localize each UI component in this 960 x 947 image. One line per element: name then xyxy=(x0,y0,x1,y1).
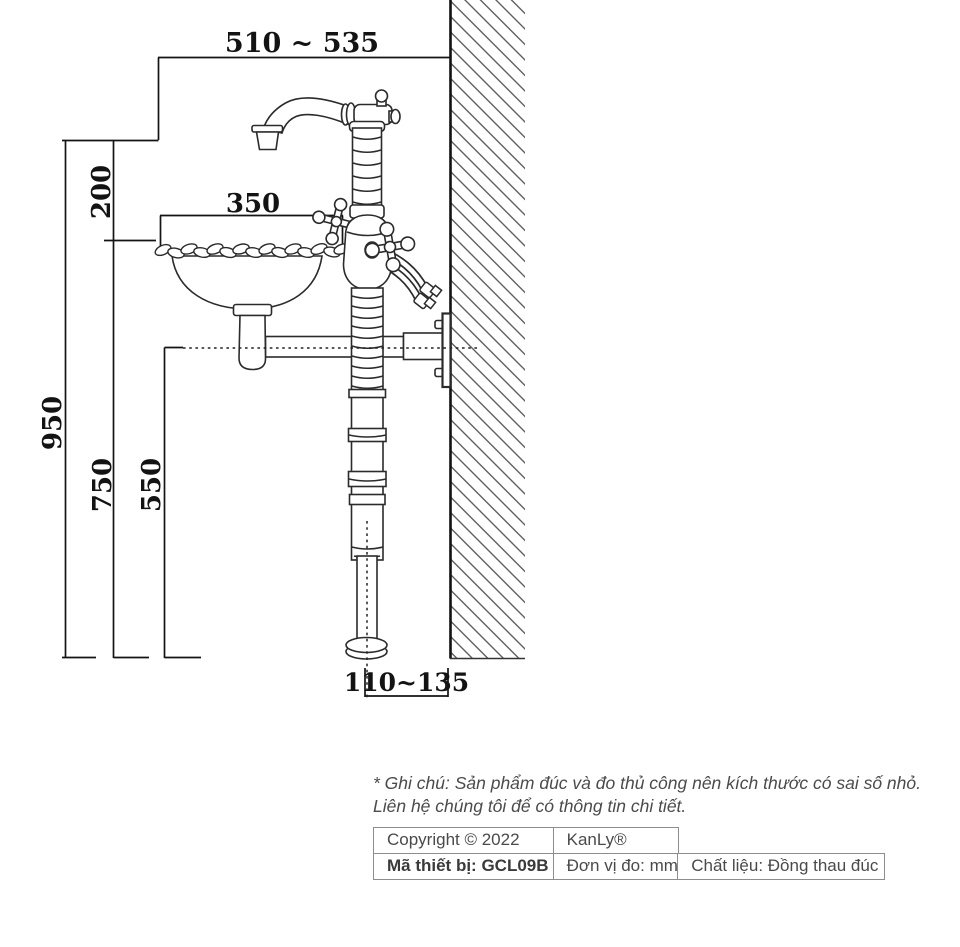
left-cross-handle xyxy=(312,197,361,246)
sink-rim-braid xyxy=(154,243,351,259)
finial-ball xyxy=(374,89,389,103)
info-table: Copyright © 2022 KanLy® Mã thiết bị: GCL… xyxy=(373,827,886,880)
dim-label-top-span: 510 ~ 535 xyxy=(225,28,379,59)
faucet-drawing xyxy=(251,89,416,660)
sink-bowl xyxy=(171,255,323,310)
material-cell: Chất liệu: Đồng thau đúc xyxy=(677,852,886,880)
column-joint-4 xyxy=(348,493,386,506)
dim-label-drain-height: 550 xyxy=(137,458,167,512)
column-joint-2 xyxy=(347,427,387,443)
copyright-cell: Copyright © 2022 xyxy=(373,827,554,854)
lower-column xyxy=(350,287,384,561)
dim-label-total-height: 950 xyxy=(38,396,68,450)
unit-cell: Đơn vị đo: mm xyxy=(552,852,679,880)
sink-drawing xyxy=(154,243,351,371)
info-table-row-2: Mã thiết bị: GCL09B Đơn vị đo: mm Chất l… xyxy=(373,852,886,880)
column-joint-3 xyxy=(347,470,387,488)
upper-column xyxy=(351,127,383,216)
model-code-cell: Mã thiết bị: GCL09B xyxy=(373,852,554,880)
brand-cell: KanLy® xyxy=(552,827,679,854)
dim-label-spout-height: 200 xyxy=(87,165,117,219)
center-lines xyxy=(183,347,478,699)
side-knob xyxy=(390,108,401,125)
dimension-lines xyxy=(62,56,450,697)
wall-hatching xyxy=(450,0,525,658)
wall-section xyxy=(449,0,525,660)
dim-label-basin-width: 350 xyxy=(226,189,280,219)
dimension-labels: 510 ~ 535 350 200 950 750 550 110~135 xyxy=(38,28,469,697)
footnote-line-1: * Ghi chú: Sản phẩm đúc và đo thủ công n… xyxy=(373,773,921,793)
footnote-line-2: Liên hệ chúng tôi để có thông tin chi ti… xyxy=(373,796,687,816)
dim-label-rim-height: 750 xyxy=(88,458,118,512)
dim-label-wall-offset: 110~135 xyxy=(344,668,469,697)
right-cross-handle xyxy=(364,221,416,273)
footnote: * Ghi chú: Sản phẩm đúc và đo thủ công n… xyxy=(373,772,943,818)
info-table-row-1: Copyright © 2022 KanLy® xyxy=(373,827,885,854)
column-joint-1 xyxy=(348,388,387,399)
wall-coupling xyxy=(402,332,446,361)
spout-outlet-lip xyxy=(251,124,284,133)
spout-outlet xyxy=(255,131,280,151)
drain-tailpiece xyxy=(238,314,267,371)
wall-flange xyxy=(441,312,452,389)
drain-flange xyxy=(232,303,273,317)
